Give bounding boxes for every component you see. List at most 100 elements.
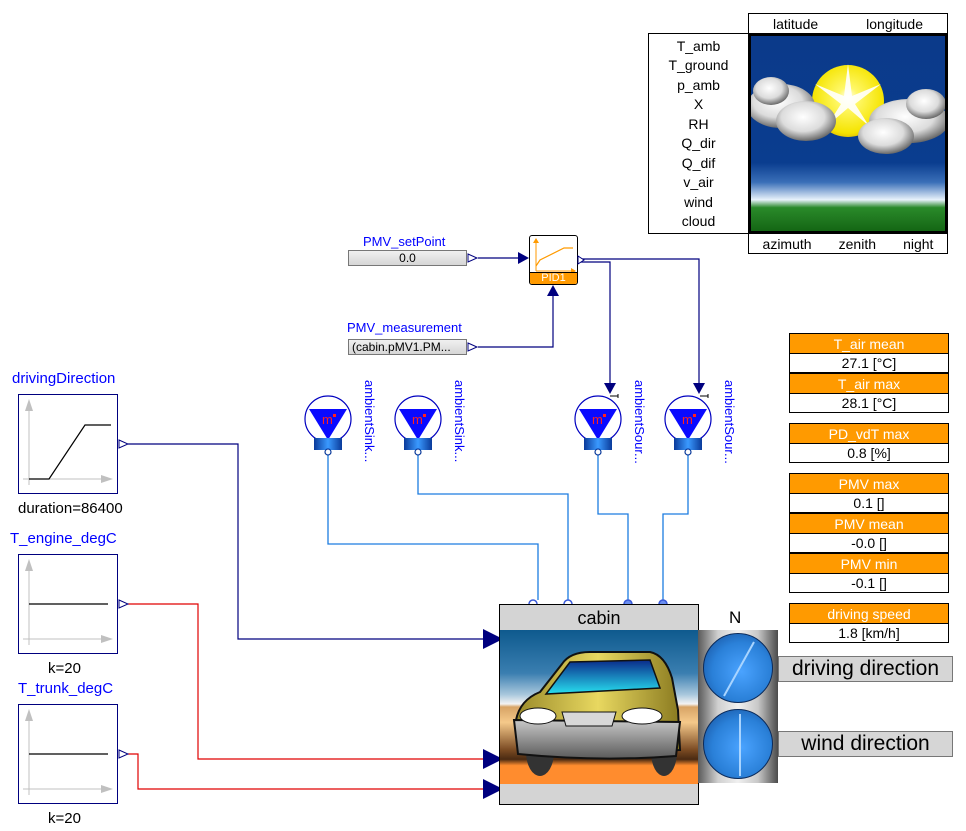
wire-t-trunk (128, 753, 488, 790)
result-header-driving-speed: driving speed (789, 603, 949, 623)
cabin-block[interactable]: cabin (499, 604, 699, 805)
weather-bottom-labels: azimuth zenith night (748, 233, 948, 254)
fluid-wire-4 (662, 454, 689, 600)
needle-icon (723, 641, 755, 697)
output-port-icon (118, 749, 130, 759)
car-icon (512, 651, 682, 776)
ambient-sink-2[interactable]: m (392, 394, 444, 456)
t-engine-block-label: T_engine_degC (10, 530, 117, 547)
ambient-source-2-label: ambientSour... (722, 380, 737, 464)
t-trunk-constant-block[interactable] (18, 704, 118, 804)
svg-text:m: m (592, 412, 603, 427)
weather-variables: T_amb T_ground p_amb X RH Q_dir Q_dif v_… (648, 33, 749, 234)
result-value-t-air-max: 28.1 [°C] (789, 393, 949, 413)
signal-arrow (483, 749, 503, 769)
result-value-driving-speed: 1.8 [km/h] (789, 623, 949, 643)
fluid-source-icon: m (304, 395, 352, 456)
pid-output-port-icon (577, 255, 585, 265)
ramp-icon (23, 399, 113, 485)
weather-block[interactable] (748, 33, 948, 234)
result-value-t-air-mean: 27.1 [°C] (789, 353, 949, 373)
result-value-pd-vdt-max: 0.8 [%] (789, 443, 949, 463)
signal-arrow (483, 779, 503, 799)
result-value-pmv-min: -0.1 [] (789, 573, 949, 593)
fluid-wire-3 (597, 454, 629, 600)
pmv-setpoint-label: PMV_setPoint (363, 234, 446, 249)
cabin-title: cabin (577, 608, 621, 628)
svg-text:m: m (322, 412, 333, 427)
wire-pid-to-source4 (580, 258, 700, 383)
wire-measurement-to-pid (478, 296, 554, 348)
svg-text:m: m (682, 412, 693, 427)
ambient-sink-1-label: ambientSink... (362, 380, 377, 463)
wire-pid-to-source3 (580, 261, 611, 383)
ambient-source-2[interactable]: m (662, 394, 714, 456)
svg-text:m: m (412, 412, 423, 427)
constant-icon (23, 559, 113, 645)
car-image (500, 630, 698, 784)
t-engine-constant-block[interactable] (18, 554, 118, 654)
output-port-icon (118, 439, 130, 449)
signal-arrow (518, 252, 529, 264)
pmv-setpoint-field[interactable]: 0.0 (348, 250, 467, 266)
output-port-icon (467, 253, 479, 263)
ambient-sink-2-label: ambientSink... (452, 380, 467, 463)
wind-direction-label: wind direction (778, 731, 953, 757)
weather-var: Q_dir (681, 135, 716, 152)
weather-var: Q_dif (681, 154, 716, 171)
weather-var: T_ground (668, 57, 729, 74)
weather-top-labels: latitude longitude (748, 13, 948, 34)
ambient-sink-1[interactable]: m (302, 394, 354, 456)
weather-var: p_amb (677, 76, 720, 93)
wind-direction-dial (703, 709, 773, 779)
north-label: N (729, 608, 742, 627)
fluid-source-icon: m (574, 394, 622, 456)
signal-arrow (693, 383, 705, 394)
weather-var: wind (684, 193, 713, 210)
result-value-pmv-mean: -0.0 [] (789, 533, 949, 553)
fluid-source-icon: m (664, 394, 712, 456)
weather-var: T_amb (676, 37, 721, 54)
driving-direction-dial (703, 633, 773, 703)
ambient-source-1-label: ambientSour... (632, 380, 647, 464)
result-value-pmv-max: 0.1 [] (789, 493, 949, 513)
result-header-t-air-mean: T_air mean (789, 333, 949, 353)
result-header-t-air-max: T_air max (789, 373, 949, 393)
driving-direction-ramp-block[interactable] (18, 394, 118, 494)
result-header-pmv-min: PMV min (789, 553, 949, 573)
driving-direction-param: duration=86400 (18, 500, 123, 517)
ambient-source-1[interactable]: m (572, 394, 624, 456)
weather-var: v_air (683, 174, 714, 191)
weather-var: X (693, 96, 704, 113)
signal-arrow (483, 629, 503, 649)
driving-direction-label: driving direction (778, 656, 953, 682)
driving-direction-block-label: drivingDirection (12, 370, 116, 387)
t-engine-param: k=20 (48, 660, 81, 677)
pmv-measurement-field[interactable]: (cabin.pMV1.PM... (348, 339, 467, 355)
weather-label-longitude: longitude (866, 15, 923, 32)
weather-var: cloud (681, 213, 716, 230)
weather-sun-cloud-icon (751, 64, 945, 154)
result-header-pmv-mean: PMV mean (789, 513, 949, 533)
fluid-wire-2 (417, 454, 569, 600)
weather-label-zenith: zenith (838, 235, 876, 252)
constant-icon (23, 709, 113, 795)
weather-label-latitude: latitude (773, 15, 819, 32)
wire-driving-direction (128, 443, 488, 640)
result-header-pd-vdt-max: PD_vdT max (789, 423, 949, 443)
compass-panel (698, 630, 778, 783)
fluid-source-icon: m (394, 395, 442, 456)
t-trunk-block-label: T_trunk_degC (18, 680, 114, 697)
signal-arrow (547, 285, 559, 296)
t-trunk-param: k=20 (48, 810, 81, 827)
result-header-pmv-max: PMV max (789, 473, 949, 493)
weather-label-azimuth: azimuth (762, 235, 812, 252)
pid-curve-icon (533, 238, 576, 274)
output-port-icon (467, 342, 479, 352)
weather-var: RH (688, 115, 709, 132)
pid-controller-block[interactable]: PID1 (529, 235, 578, 285)
needle-icon (739, 714, 741, 776)
pmv-measurement-label: PMV_measurement (347, 320, 462, 335)
pid-name: PID1 (530, 272, 577, 284)
output-port-icon (118, 599, 130, 609)
